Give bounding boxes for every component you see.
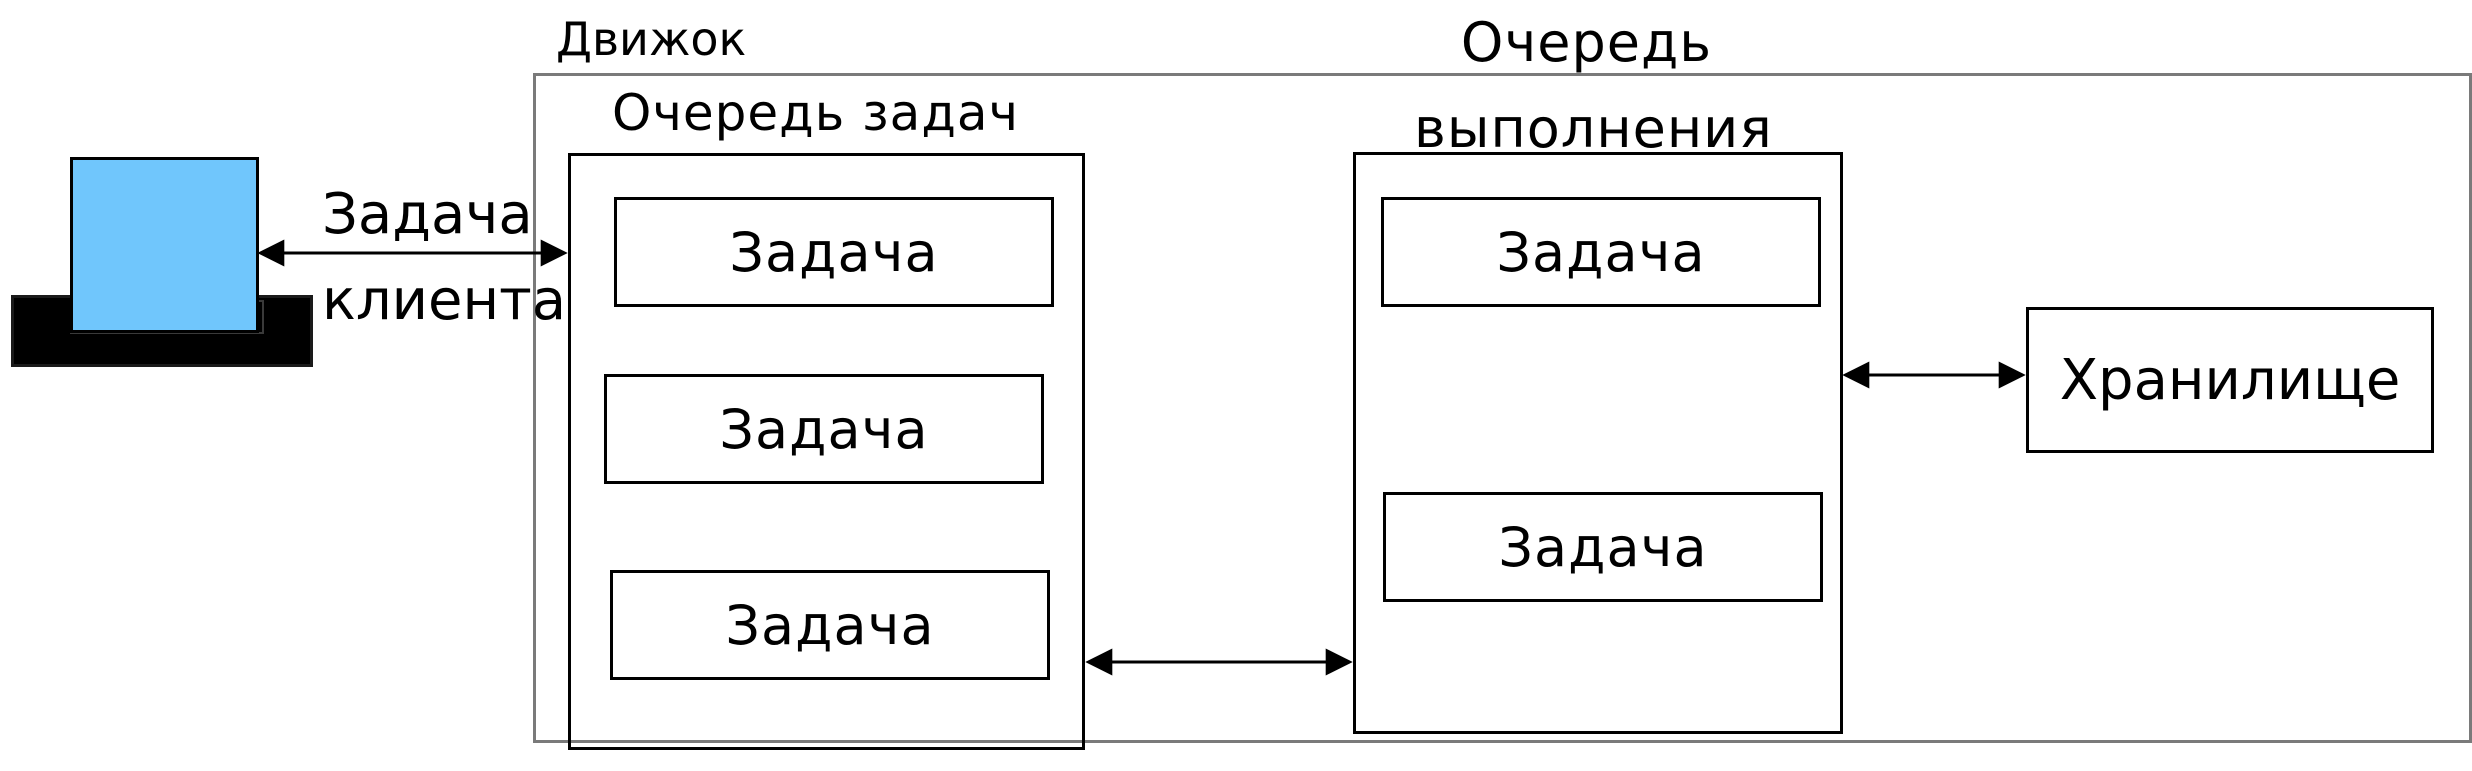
execution-queue-label: Очередь выполнения [1414,11,1773,160]
task-queue-box [568,153,1085,750]
execution-queue-item: Задача [1381,197,1821,307]
execution-queue-box [1353,152,1843,734]
task-queue-item: Задача [610,570,1050,680]
task-queue-item: Задача [614,197,1054,307]
storage-box: Хранилище [2026,307,2434,453]
task-queue-item: Задача [604,374,1044,484]
execution-queue-item: Задача [1383,492,1823,602]
client-task-label: Задача клиента [322,182,567,333]
engine-container [533,73,2472,743]
engine-label: Движок [556,12,747,66]
task-queue-label: Очередь задач [612,84,1020,142]
